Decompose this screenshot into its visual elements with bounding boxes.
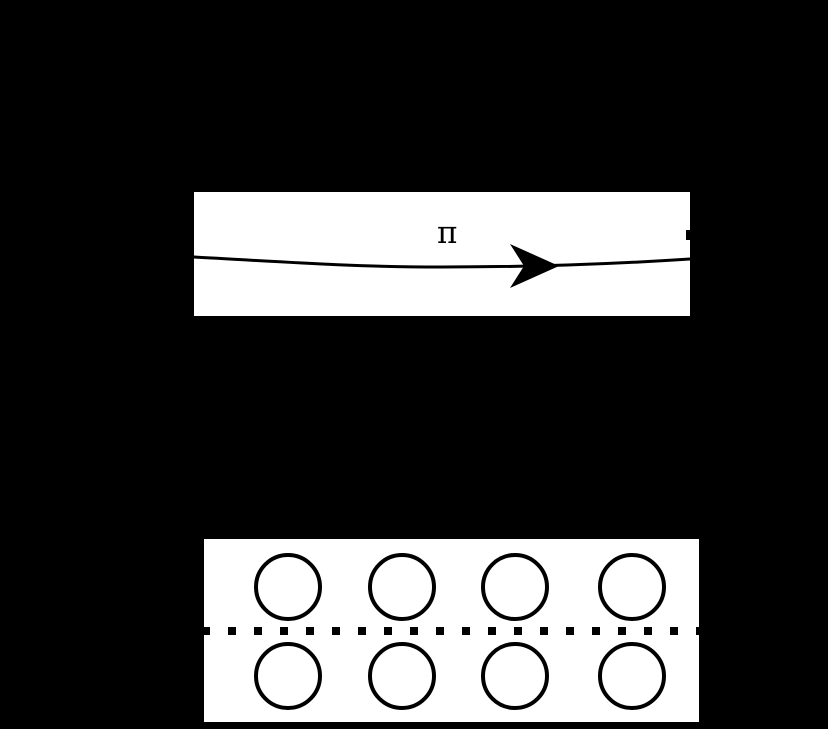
cell-r1-c4 <box>598 553 666 621</box>
cell-r1-c2 <box>368 553 436 621</box>
upper-cell-row <box>254 553 666 621</box>
track-drawing <box>194 244 690 288</box>
right-edge-tick <box>686 230 692 240</box>
detector-cells-panel <box>204 539 699 722</box>
cell-r2-c4 <box>598 642 666 710</box>
cell-r1-c1 <box>254 553 322 621</box>
cell-r1-c3 <box>481 553 549 621</box>
particle-track-panel: π <box>194 192 692 316</box>
pion-label: π <box>437 215 458 251</box>
pion-trajectory-path <box>194 255 690 269</box>
detector-drawing <box>204 553 699 710</box>
direction-arrow <box>510 244 559 288</box>
lower-cell-row <box>254 642 666 710</box>
cell-r2-c3 <box>481 642 549 710</box>
cell-r2-c2 <box>368 642 436 710</box>
cell-r2-c1 <box>254 642 322 710</box>
